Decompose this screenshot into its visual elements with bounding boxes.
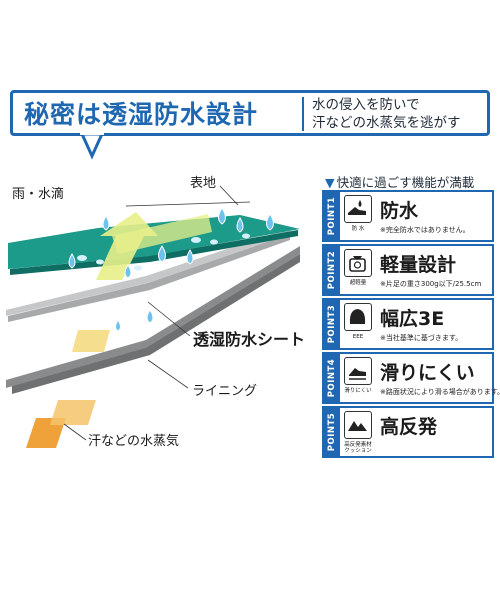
- wide-foot-icon: [344, 303, 372, 331]
- lining-layer-top: [6, 246, 300, 388]
- point-title-3: 幅広3E: [380, 308, 445, 330]
- banner-subtitle: 水の侵入を防いで 汗などの水蒸気を逃がす: [312, 96, 461, 132]
- drop-6: [186, 249, 194, 265]
- label-rain: 雨・水滴: [12, 187, 65, 202]
- point-title-2: 軽量設計: [380, 254, 457, 276]
- drop-3: [236, 217, 244, 233]
- point-icon-caption-5: 高反発素材 クッション: [344, 442, 372, 454]
- banner-subtitle-line1: 水の侵入を防いで: [312, 97, 420, 113]
- banner-divider: [302, 97, 304, 131]
- vapor-arrow-band: [112, 214, 212, 254]
- point-tag-3: POINT3: [324, 300, 340, 348]
- point-note-4: ※路面状況により滑る場合があります。: [380, 388, 500, 396]
- vapor-strip: [26, 418, 66, 448]
- triangle-icon: ▼: [325, 175, 335, 190]
- point-tag-5: POINT5: [324, 408, 340, 456]
- surface-drops: [77, 233, 250, 271]
- point-icon-caption-3: EEE: [352, 334, 364, 340]
- bead-1: [77, 255, 87, 261]
- label-membrane: 透湿防水シート: [193, 330, 306, 349]
- drop-7: [68, 253, 76, 269]
- bead-5: [242, 233, 250, 239]
- point-tag-2: POINT2: [324, 246, 340, 294]
- vapor-arrow-lower: [50, 400, 96, 425]
- drop-1: [102, 215, 110, 231]
- bead-6: [134, 265, 142, 271]
- bead-2: [96, 259, 104, 265]
- point-icon-caption-4: 滑りにくい: [344, 388, 372, 394]
- point-note-3: ※当社基準に基づきます。: [380, 334, 463, 342]
- label-lining: ライニング: [192, 384, 258, 399]
- point-card-2: POINT2 超軽量 軽量設計 ※片足の重さ300g以下/25.5cm: [322, 244, 494, 296]
- drop-10: [115, 319, 121, 332]
- drop-2: [218, 207, 226, 225]
- point-note-2: ※片足の重さ300g以下/25.5cm: [380, 280, 482, 288]
- point-tag-4: POINT4: [324, 354, 340, 402]
- point-card-3: POINT3 EEE 幅広3E ※当社基準に基づきます。: [322, 298, 494, 350]
- vapor-arrow-mid: [72, 330, 110, 352]
- slip-resist-icon: [344, 357, 372, 385]
- drop-4: [266, 213, 274, 231]
- lining-layer: [12, 254, 300, 394]
- point-icon-caption-2: 超軽量: [349, 280, 367, 286]
- point-tag-1: POINT1: [324, 192, 340, 240]
- point-title-5: 高反発: [380, 416, 438, 438]
- banner-title: 秘密は透湿防水設計: [24, 100, 259, 129]
- point-card-4: POINT4 滑りにくい 滑りにくい ※路面状況により滑る場合があります。: [322, 352, 500, 404]
- scale-icon: [344, 249, 372, 277]
- surface-layer: [10, 230, 298, 275]
- banner-subtitle-line2: 汗などの水蒸気を逃がす: [312, 115, 461, 131]
- drop-9: [146, 309, 154, 324]
- point-icon-caption-1: 防 水: [351, 226, 365, 232]
- points-heading: ▼快適に過ごす機能が満載: [325, 172, 474, 191]
- bead-3: [191, 237, 201, 243]
- membrane-layer: [8, 234, 290, 322]
- drop-5: [158, 245, 166, 263]
- point-note-1: ※完全防水ではありません。: [380, 226, 470, 234]
- drop-8: [124, 264, 132, 279]
- water-drops: [68, 207, 274, 332]
- cushion-icon: [344, 411, 372, 439]
- point-card-1: POINT1 防 水 防水 ※完全防水ではありません。: [322, 190, 494, 242]
- headline-banner: [10, 90, 490, 136]
- label-surface: 表地: [190, 176, 217, 191]
- point-title-1: 防水: [380, 200, 419, 222]
- bead-4: [210, 239, 218, 245]
- membrane-layer-top: [6, 228, 290, 316]
- label-vapor: 汗などの水蒸気: [88, 434, 180, 449]
- shoe-water-icon: [344, 195, 372, 223]
- points-heading-text: 快適に過ごす機能が満載: [336, 175, 475, 190]
- point-title-4: 滑りにくい: [380, 362, 475, 384]
- point-card-5: POINT5 高反発素材 クッション 高反発: [322, 406, 494, 458]
